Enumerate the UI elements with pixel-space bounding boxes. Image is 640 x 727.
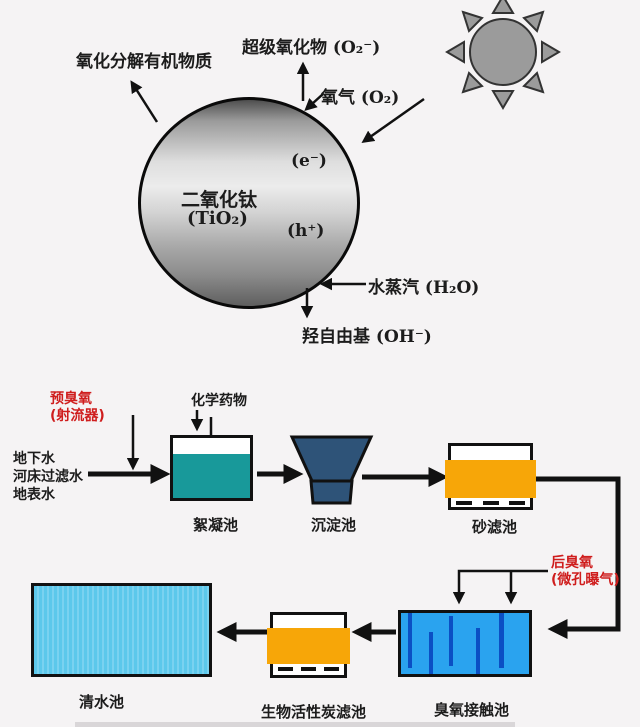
flocculation-liquid <box>173 454 250 498</box>
underdrain-slot <box>301 667 316 671</box>
underdrain-slot <box>482 501 499 505</box>
label-ozone-contact-tank: 臭氧接触池 <box>434 701 510 719</box>
image-edge-artifact <box>75 722 515 727</box>
label-pre-ozone: 预臭氧 (射流器) <box>50 391 105 425</box>
label-source-groundwater: 地下水 <box>13 451 55 467</box>
baffle <box>449 616 453 666</box>
arrow-post-ozone-feed-1 <box>452 569 548 605</box>
label-water-sources: 地下水 河床过滤水 地表水 <box>13 450 83 504</box>
label-bac-filter: 生物活性炭滤池 <box>261 703 367 721</box>
label-flocculation-tank: 絮凝池 <box>193 516 239 534</box>
label-source-surface: 地表水 <box>13 487 55 503</box>
label-clear-water-tank: 清水池 <box>79 693 125 711</box>
ozone-contact-tank <box>398 610 532 677</box>
sedimentation-funnel <box>289 435 374 505</box>
label-organic-decomposition: 氧化分解有机物质 <box>76 52 212 72</box>
label-hydroxyl-radical: 羟自由基 (OH⁻) <box>302 327 432 347</box>
label-source-riverbed: 河床过滤水 <box>13 469 83 485</box>
label-post-ozone-line1: 后臭氧 <box>551 555 593 571</box>
sun-icon <box>445 0 561 110</box>
sand-filter-tank <box>445 443 536 510</box>
underdrain-slot <box>509 501 525 505</box>
sand-filter-media <box>445 460 536 498</box>
bac-filter-media <box>267 628 350 664</box>
baffle <box>429 632 433 674</box>
clear-water-tank <box>31 583 212 677</box>
label-hole: (h⁺) <box>287 221 325 241</box>
label-water-vapor: 水蒸汽 (H₂O) <box>368 278 480 298</box>
pipe-sand-to-ozone <box>535 476 621 639</box>
label-pre-ozone-line2: (射流器) <box>50 408 105 424</box>
label-oxygen: 氧气 (O₂) <box>321 88 400 108</box>
baffle <box>476 628 480 674</box>
label-post-ozone-line2: (微孔曝气) <box>551 572 620 588</box>
label-post-ozone: 后臭氧 (微孔曝气) <box>551 555 620 589</box>
label-chemical-agent: 化学药物 <box>191 393 247 409</box>
label-superoxide: 超级氧化物 (O₂⁻) <box>242 38 381 58</box>
baffle <box>499 613 504 668</box>
sand-filter-underdrain <box>456 501 525 505</box>
label-tio2-formula: (TiO₂) <box>187 208 248 229</box>
tio2-particle <box>138 97 360 309</box>
arrow-organic-out <box>130 80 159 123</box>
baffle <box>408 613 412 668</box>
arrow-sunlight <box>361 97 425 143</box>
underdrain-slot <box>456 501 472 505</box>
underdrain-slot <box>278 667 293 671</box>
label-pre-ozone-line1: 预臭氧 <box>50 391 92 407</box>
label-electron: (e⁻) <box>291 151 327 171</box>
bac-filter-tank <box>267 612 350 678</box>
label-tio2-name: 二氧化钛 <box>181 189 258 211</box>
label-sedimentation-tank: 沉淀池 <box>311 516 357 534</box>
bac-filter-underdrain <box>278 667 339 671</box>
flocculation-tank <box>170 435 253 501</box>
underdrain-slot <box>324 667 339 671</box>
arrow-oxygen-in <box>304 93 324 112</box>
label-sand-filter: 砂滤池 <box>472 518 518 536</box>
